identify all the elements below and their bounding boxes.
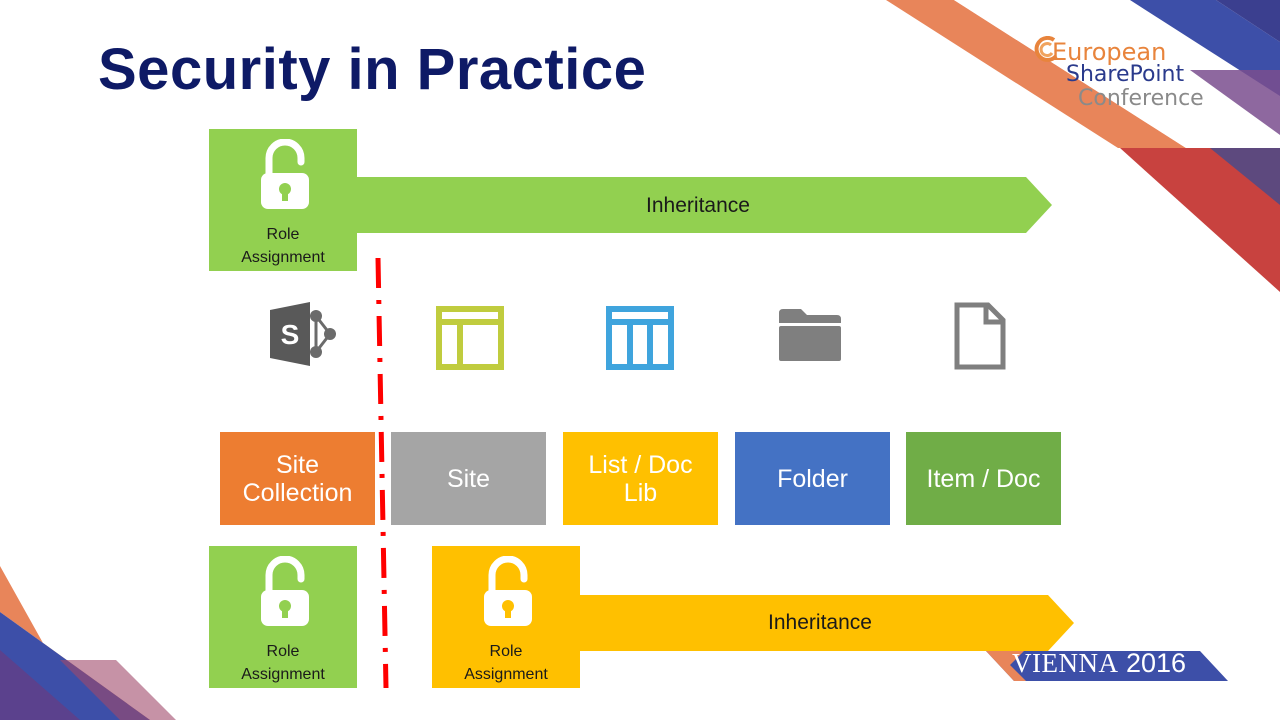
site-layout-icon — [436, 306, 504, 370]
vienna-city: VIENNA — [1012, 648, 1119, 678]
vienna-year: 2016 — [1126, 648, 1187, 678]
level-item-doc-label: Item / Doc — [926, 464, 1041, 493]
vienna-banner — [986, 651, 1228, 681]
logo-line-conference: Conference — [1078, 86, 1204, 111]
sharepoint-icon: S — [270, 302, 336, 366]
top-inheritance-arrow — [356, 177, 1052, 233]
role-assignment-label: Role Assignment — [241, 643, 325, 683]
conference-logo: European SharePoint Conference — [1030, 36, 1230, 116]
level-folder: Folder — [735, 432, 890, 525]
logo-line-sharepoint: SharePoint — [1066, 62, 1185, 87]
level-site-label: Site — [446, 464, 491, 493]
role-assignment-label: Role Assignment — [464, 643, 548, 683]
logo-swirl-icon — [1034, 36, 1058, 62]
role-assignment-label: Role Assignment — [241, 226, 325, 266]
svg-text:S: S — [281, 319, 300, 350]
level-site-collection-label: Site Collection — [242, 450, 353, 507]
folder-icon — [779, 309, 841, 361]
level-site-collection: Site Collection — [220, 432, 375, 525]
bottom-inheritance-arrow — [578, 595, 1074, 651]
bottom-inheritance-label: Inheritance — [768, 611, 872, 634]
vienna-banner-text: VIENNA 2016 — [1012, 648, 1186, 679]
level-item-doc: Item / Doc — [906, 432, 1061, 525]
unlocked-padlock-icon — [261, 139, 309, 209]
list-columns-icon — [606, 306, 674, 370]
top-inheritance-label: Inheritance — [646, 194, 750, 217]
document-icon — [954, 302, 1006, 370]
slide-title: Security in Practice — [98, 37, 647, 102]
bottom-left-role-assignment: Role Assignment — [209, 546, 357, 688]
logo-line-european: European — [1052, 38, 1167, 66]
level-list-doc-lib: List / Doc Lib — [563, 432, 718, 525]
inheritance-break-line — [375, 258, 389, 688]
top-role-assignment: Role Assignment — [209, 129, 357, 271]
level-folder-label: Folder — [777, 464, 848, 493]
unlocked-padlock-icon — [261, 556, 309, 626]
level-site: Site — [391, 432, 546, 525]
level-list-doc-lib-label: List / Doc Lib — [588, 450, 693, 507]
bottom-right-role-assignment: Role Assignment — [432, 546, 580, 688]
unlocked-padlock-icon — [484, 556, 532, 626]
